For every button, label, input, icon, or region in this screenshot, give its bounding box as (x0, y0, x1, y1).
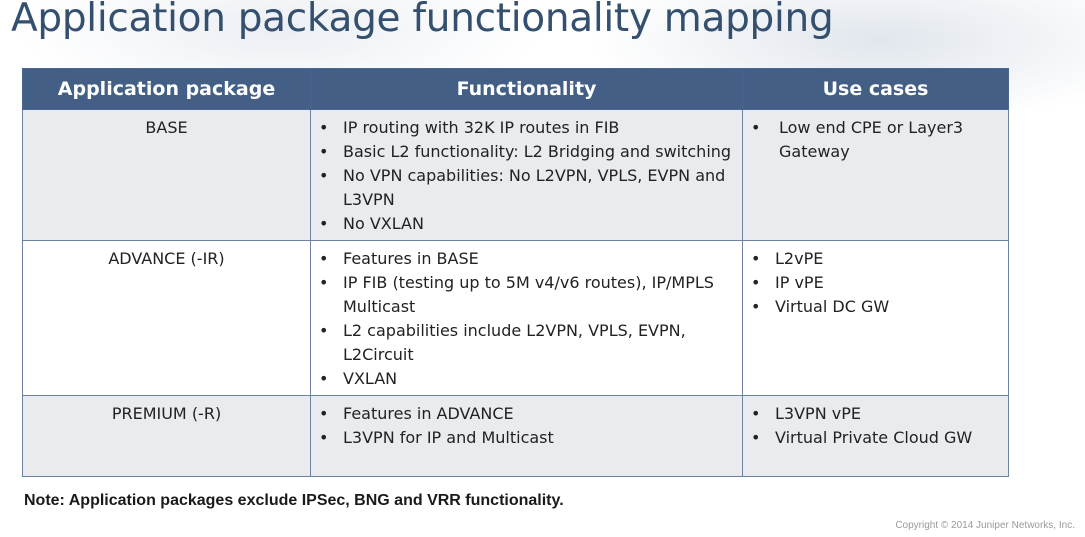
table-row: BASE IP routing with 32K IP routes in FI… (22, 109, 1009, 241)
functionality-list: Features in ADVANCE L3VPN for IP and Mul… (319, 402, 734, 450)
package-name: ADVANCE (-IR) (22, 240, 311, 396)
functionality-item: L2 capabilities include L2VPN, VPLS, EVP… (319, 319, 734, 367)
use-case-item: Virtual Private Cloud GW (751, 426, 1000, 450)
footnote: Note: Application packages exclude IPSec… (24, 492, 564, 509)
functionality-item: IP routing with 32K IP routes in FIB (319, 116, 734, 140)
functionality-item: L3VPN for IP and Multicast (319, 426, 734, 450)
package-name: BASE (22, 109, 311, 241)
functionality-item: Features in ADVANCE (319, 402, 734, 426)
functionality-item: No VPN capabilities: No L2VPN, VPLS, EVP… (319, 164, 734, 212)
functionality-cell: Features in BASE IP FIB (testing up to 5… (310, 240, 743, 396)
functionality-item: Features in BASE (319, 247, 734, 271)
functionality-list: IP routing with 32K IP routes in FIB Bas… (319, 116, 734, 236)
use-case-item: Virtual DC GW (751, 295, 1000, 319)
table-header-row: Application package Functionality Use ca… (22, 68, 1009, 110)
use-cases-cell: Low end CPE or Layer3 Gateway (742, 109, 1009, 241)
header-application-package: Application package (22, 68, 311, 110)
functionality-item: IP FIB (testing up to 5M v4/v6 routes), … (319, 271, 734, 319)
header-functionality: Functionality (310, 68, 743, 110)
use-cases-list: Low end CPE or Layer3 Gateway (751, 116, 1000, 164)
table-row: ADVANCE (-IR) Features in BASE IP FIB (t… (22, 240, 1009, 396)
functionality-item: Basic L2 functionality: L2 Bridging and … (319, 140, 734, 164)
copyright-notice: Copyright © 2014 Juniper Networks, Inc. (895, 520, 1075, 531)
package-name: PREMIUM (-R) (22, 395, 311, 477)
functionality-cell: IP routing with 32K IP routes in FIB Bas… (310, 109, 743, 241)
use-case-item: Low end CPE or Layer3 Gateway (751, 116, 1000, 164)
use-cases-list: L2vPE IP vPE Virtual DC GW (751, 247, 1000, 319)
functionality-list: Features in BASE IP FIB (testing up to 5… (319, 247, 734, 391)
functionality-item: No VXLAN (319, 212, 734, 236)
package-table: Application package Functionality Use ca… (22, 68, 1009, 477)
table-row: PREMIUM (-R) Features in ADVANCE L3VPN f… (22, 395, 1009, 477)
header-use-cases: Use cases (742, 68, 1009, 110)
functionality-cell: Features in ADVANCE L3VPN for IP and Mul… (310, 395, 743, 477)
slide-title: Application package functionality mappin… (11, 0, 834, 41)
use-cases-list: L3VPN vPE Virtual Private Cloud GW (751, 402, 1000, 450)
use-case-item: L3VPN vPE (751, 402, 1000, 426)
use-case-item: IP vPE (751, 271, 1000, 295)
use-cases-cell: L3VPN vPE Virtual Private Cloud GW (742, 395, 1009, 477)
use-cases-cell: L2vPE IP vPE Virtual DC GW (742, 240, 1009, 396)
functionality-item: VXLAN (319, 367, 734, 391)
use-case-item: L2vPE (751, 247, 1000, 271)
